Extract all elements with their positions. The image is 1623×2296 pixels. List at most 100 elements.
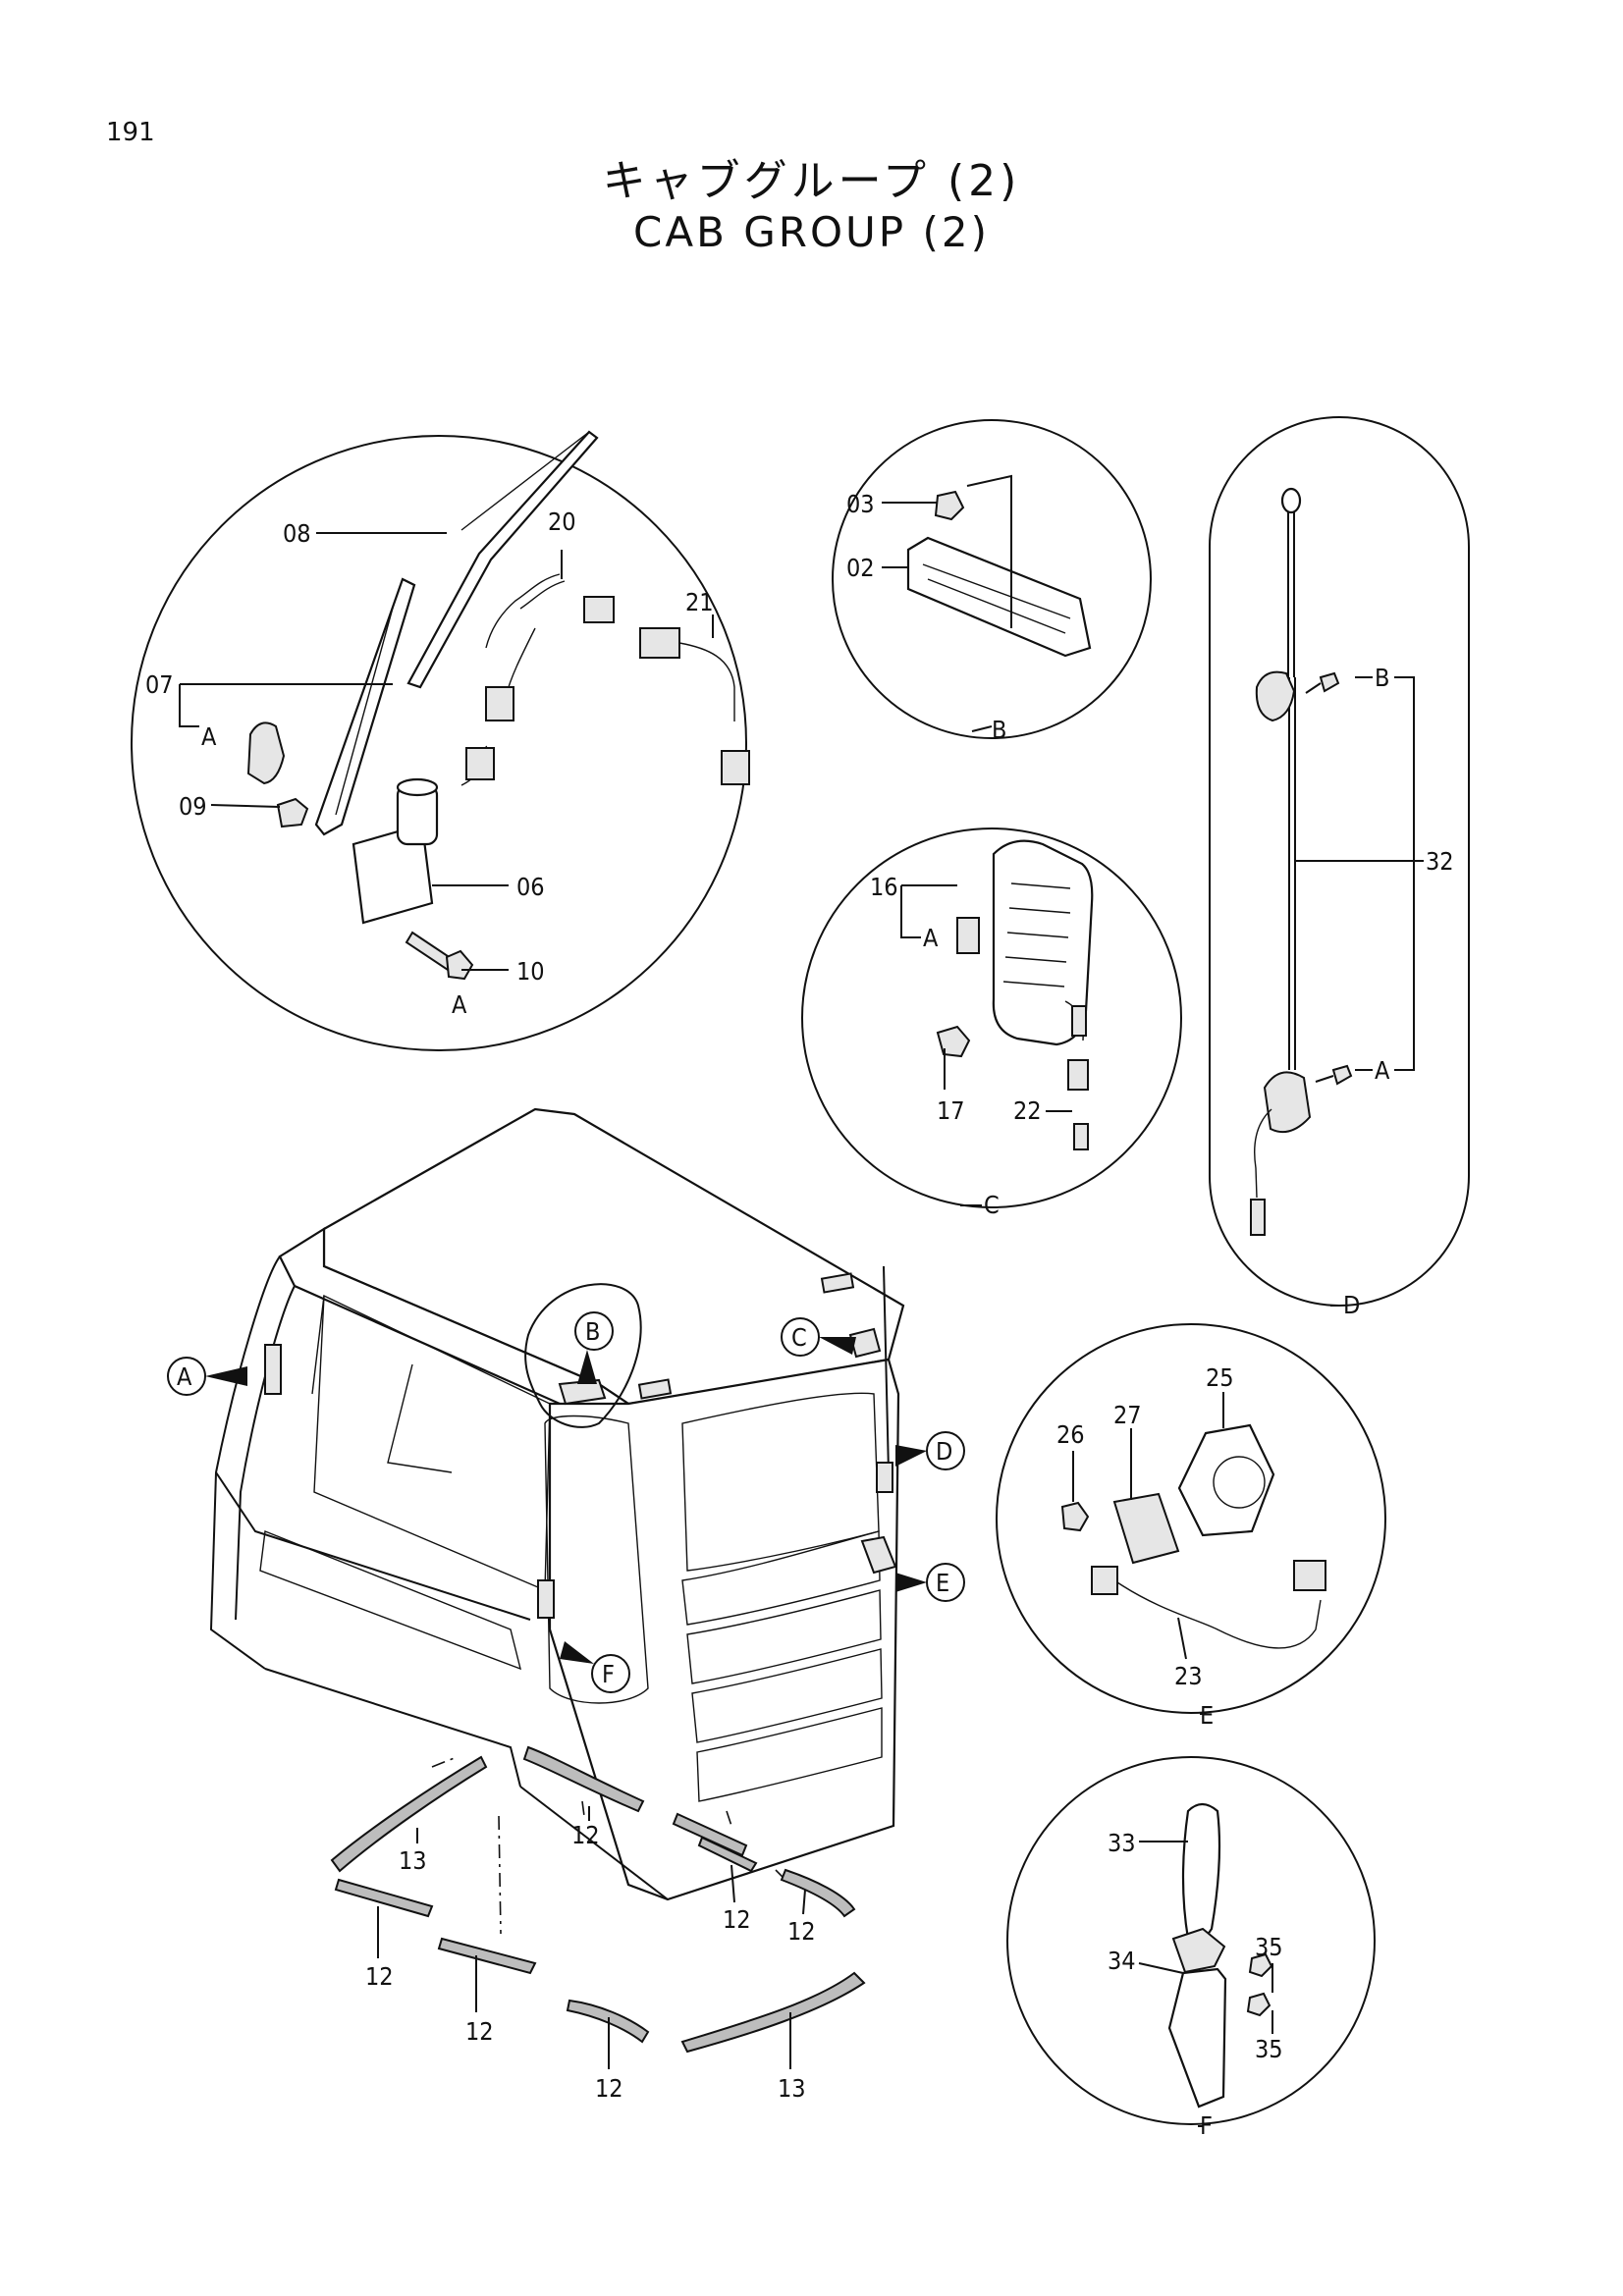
callout-b-letter: B xyxy=(585,1317,600,1346)
callout-e-letter: E xyxy=(936,1569,949,1597)
callout-c-letter: C xyxy=(791,1323,807,1352)
detail-b-letter: B xyxy=(992,716,1006,744)
label-03: 03 xyxy=(846,490,875,518)
seal-label-2: 12 xyxy=(723,1905,751,1934)
seals: 13 12 12 12 12 12 12 12 13 xyxy=(330,1745,866,2103)
detail-f-letter: F xyxy=(1200,2111,1213,2140)
label-d-a: A xyxy=(1375,1056,1390,1085)
detail-e: 26 27 25 23 E xyxy=(996,1323,1386,1730)
seal-label-0: 13 xyxy=(399,1846,427,1875)
lever-bracket-34 xyxy=(1167,1967,1227,2109)
antenna-tip xyxy=(1280,487,1302,514)
label-16-a: A xyxy=(923,924,939,952)
arm-cover xyxy=(246,721,286,785)
seal-label-6: 12 xyxy=(595,2074,623,2103)
connector-23b xyxy=(1293,1560,1326,1591)
seal-label-5: 12 xyxy=(465,2017,494,2046)
antenna-bracket-top xyxy=(1255,670,1296,722)
cab-work-light xyxy=(848,1327,882,1359)
speaker-cover xyxy=(1112,1492,1180,1565)
label-32: 32 xyxy=(1426,847,1454,876)
page-title-japanese: キャブグループ (2) xyxy=(602,156,1021,206)
cab-callouts: A B C D E F xyxy=(167,1311,965,1693)
label-33: 33 xyxy=(1108,1829,1136,1857)
screw-35a xyxy=(1248,1952,1273,1978)
detail-e-circle xyxy=(996,1323,1386,1714)
screw-a xyxy=(1331,1064,1353,1086)
detail-c-circle xyxy=(801,828,1182,1208)
seal-label-1: 12 xyxy=(571,1821,600,1849)
wiper-blade xyxy=(406,430,599,689)
cab-door xyxy=(544,1415,649,1704)
cab-assembly xyxy=(209,1107,905,1901)
detail-f: 33 35 34 35 F xyxy=(1006,1756,1376,2140)
label-27: 27 xyxy=(1113,1401,1142,1429)
label-07-a: A xyxy=(201,722,217,751)
label-09: 09 xyxy=(179,792,207,821)
detail-a-circle xyxy=(131,435,747,1051)
screw-b xyxy=(1319,671,1340,693)
connector-22 xyxy=(1067,1059,1089,1091)
seal-12-b xyxy=(672,1812,748,1857)
bolt-10 xyxy=(445,949,474,981)
lever-33 xyxy=(1181,1802,1221,1950)
nut-09 xyxy=(276,797,309,828)
callout-a-letter: A xyxy=(177,1362,192,1391)
seal-13-left xyxy=(330,1755,488,1873)
detail-c-letter: C xyxy=(984,1191,1000,1219)
antenna-connector xyxy=(1250,1199,1266,1236)
cab-front xyxy=(548,1358,900,1901)
label-02: 02 xyxy=(846,554,875,582)
callout-d-letter: D xyxy=(936,1437,952,1466)
seal-13-right xyxy=(680,1971,866,2054)
label-16: 16 xyxy=(870,873,898,901)
seal-label-8: 13 xyxy=(778,2074,806,2103)
label-20: 20 xyxy=(548,507,576,536)
label-22: 22 xyxy=(1013,1096,1042,1125)
connector-23a xyxy=(1091,1566,1118,1595)
connector-20c xyxy=(465,747,495,780)
seal-12-a xyxy=(522,1745,645,1813)
room-lamp xyxy=(906,536,1092,658)
detail-a: 08 20 21 07 A 09 06 10 A xyxy=(131,430,750,1051)
callout-f xyxy=(591,1654,630,1693)
label-35-top: 35 xyxy=(1255,1933,1283,1961)
label-06: 06 xyxy=(516,873,545,901)
callout-f-letter: F xyxy=(602,1660,615,1688)
label-21: 21 xyxy=(685,588,714,616)
detail-f-circle xyxy=(1006,1756,1376,2125)
detail-a-letter: A xyxy=(452,990,467,1019)
seal-label-4: 12 xyxy=(365,1962,394,1991)
cab-speaker xyxy=(860,1535,897,1575)
label-d-b: B xyxy=(1375,664,1389,692)
label-25: 25 xyxy=(1206,1363,1234,1392)
detail-c: 16 A 17 22 C xyxy=(801,828,1182,1219)
seal-12-e xyxy=(334,1878,434,1918)
page-number: 191 xyxy=(106,118,155,147)
connector-21b xyxy=(721,750,750,785)
detail-e-letter: E xyxy=(1200,1701,1214,1730)
speaker xyxy=(1177,1423,1275,1537)
seal-12-c xyxy=(697,1836,758,1873)
seal-12-f xyxy=(437,1937,537,1975)
label-34: 34 xyxy=(1108,1947,1136,1975)
connector-20a xyxy=(583,596,615,623)
detail-b-circle xyxy=(832,419,1152,739)
cab-antenna-base xyxy=(876,1462,893,1493)
callout-b xyxy=(574,1311,614,1351)
screw-26 xyxy=(1060,1501,1090,1532)
cab-room-lamp-area xyxy=(524,1283,642,1428)
label-17: 17 xyxy=(937,1096,965,1125)
seal-label-3: 12 xyxy=(787,1917,816,1946)
cab-wiper-motor xyxy=(264,1344,282,1395)
label-26: 26 xyxy=(1056,1420,1085,1449)
page-title-english: CAB GROUP (2) xyxy=(633,208,990,256)
cab-roof xyxy=(322,1107,905,1406)
label-10: 10 xyxy=(516,957,545,986)
bolt-17 xyxy=(936,1025,971,1058)
label-08: 08 xyxy=(283,519,311,548)
detail-d-letter: D xyxy=(1343,1291,1360,1319)
detail-d: B 32 A D xyxy=(1209,416,1470,1319)
